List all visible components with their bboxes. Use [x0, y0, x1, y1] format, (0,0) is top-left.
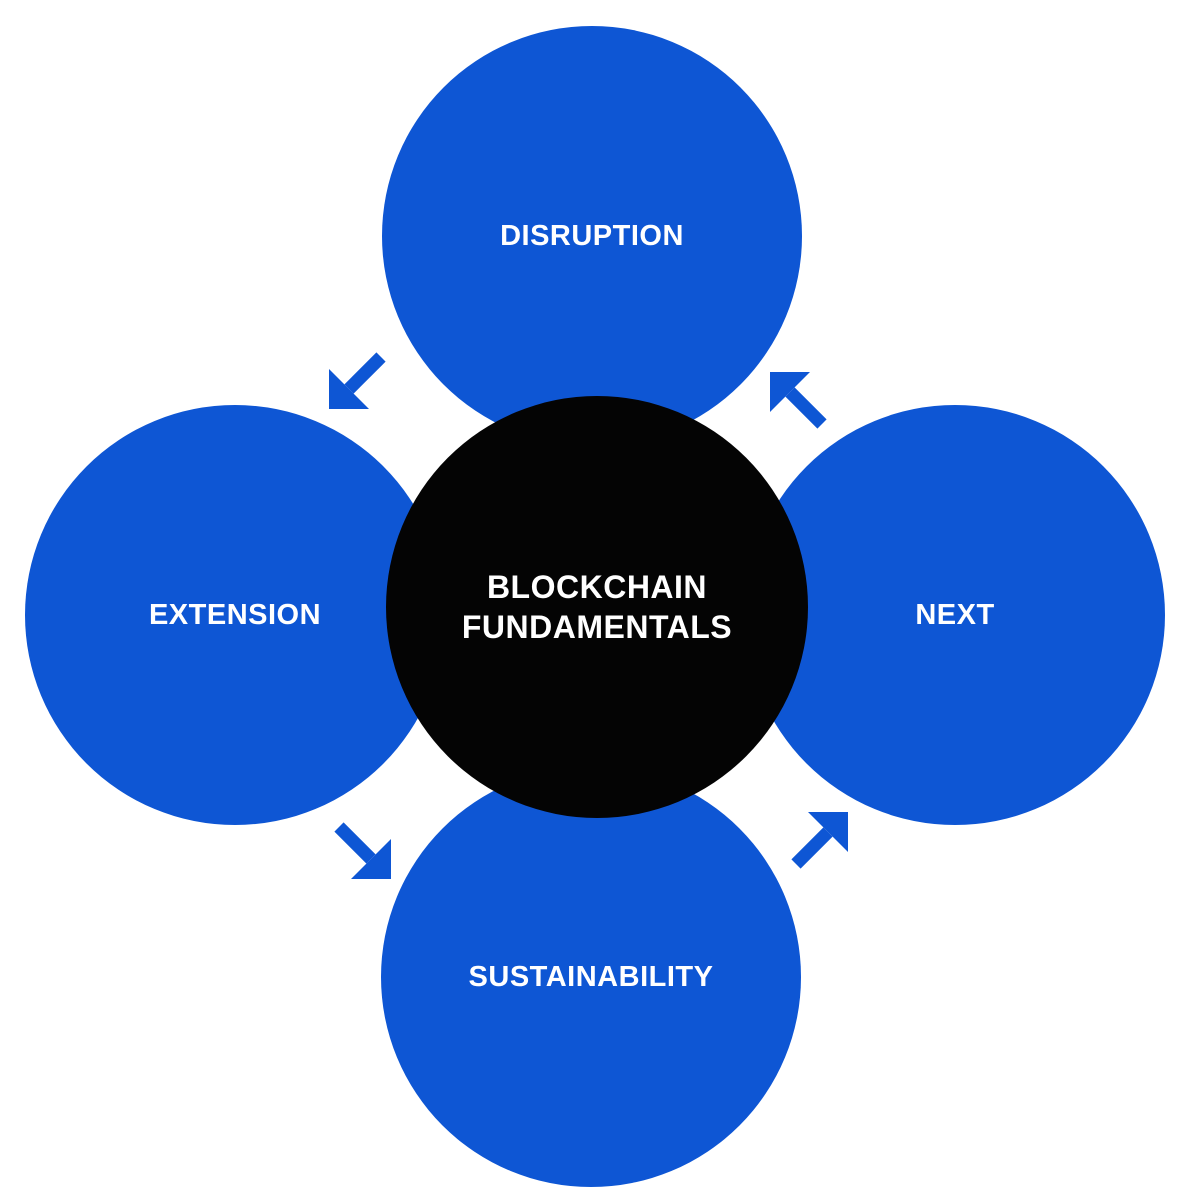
node-disruption: DISRUPTION [382, 26, 802, 446]
arrow-extension-to-sustainability [331, 819, 391, 879]
node-sustainability: SUSTAINABILITY [381, 767, 801, 1187]
arrow-sustainability-to-next [788, 812, 848, 872]
arrow-down-right-icon [334, 822, 391, 879]
node-next: NEXT [745, 405, 1165, 825]
node-disruption-label: DISRUPTION [500, 219, 684, 252]
node-extension-label: EXTENSION [148, 598, 322, 631]
node-sustainability-label: SUSTAINABILITY [468, 960, 714, 993]
node-extension: EXTENSION [25, 405, 445, 825]
center-label-line-2: FUNDAMENTALS [461, 609, 733, 645]
arrow-next-to-disruption [770, 372, 830, 432]
arrow-disruption-to-extension [329, 349, 389, 409]
node-next-label: NEXT [915, 598, 995, 631]
center-label-line-1: BLOCKCHAIN [486, 569, 708, 605]
center-label: BLOCKCHAIN FUNDAMENTALS [462, 567, 732, 647]
arrow-down-left-icon [329, 352, 386, 409]
node-blockchain-fundamentals: BLOCKCHAIN FUNDAMENTALS [386, 396, 808, 818]
arrow-up-left-icon [770, 372, 827, 429]
arrow-up-right-icon [791, 812, 848, 869]
